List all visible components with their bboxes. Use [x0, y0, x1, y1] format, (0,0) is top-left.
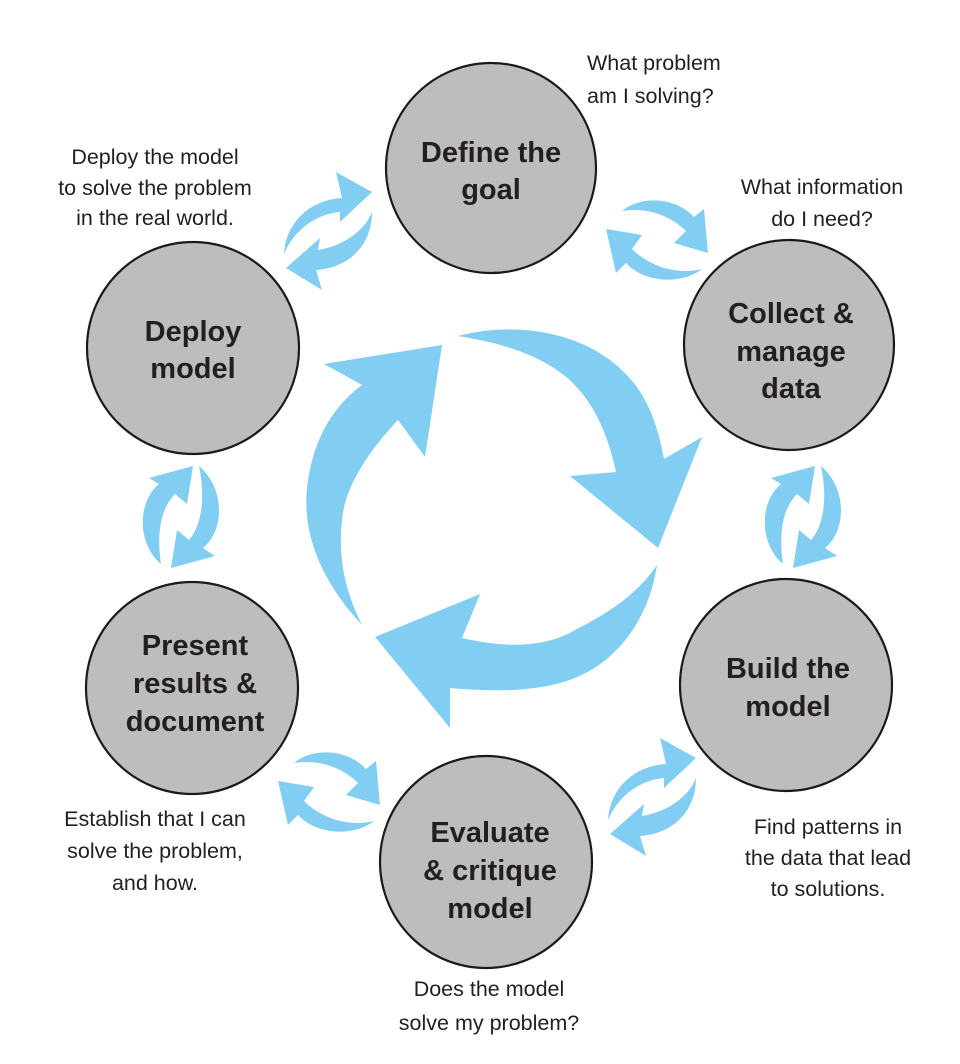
note-line: solve my problem?: [399, 1011, 579, 1035]
stage-label-line: Collect &: [728, 298, 854, 330]
note-line: in the real world.: [76, 206, 234, 230]
stage-circle: [682, 238, 896, 452]
stage-label-line: model: [447, 893, 532, 925]
exchange-arrows-icon: [764, 466, 842, 568]
central-cycle: [306, 329, 702, 728]
exchange-arrows-icon: [278, 752, 380, 832]
note-line: and how.: [112, 871, 198, 895]
note-line: to solve the problem: [58, 176, 252, 200]
transition-evaluate-present: [278, 752, 380, 832]
note-evaluate-model: Does the model solve my problem?: [399, 977, 579, 1035]
note-collect-data: What information do I need?: [741, 175, 904, 231]
exchange-arrows-icon: [606, 200, 708, 280]
cycle-arrow-top-right-icon: [458, 329, 702, 548]
stage-label-line: Build the: [726, 653, 850, 685]
note-line: Find patterns in: [754, 815, 902, 839]
stage-collect-data: Collect & manage data: [682, 238, 896, 452]
exchange-arrows-icon: [608, 738, 696, 856]
cycle-arrow-left-icon: [306, 345, 442, 625]
note-present-results: Establish that I can solve the problem, …: [64, 807, 246, 895]
stage-label-line: Evaluate: [430, 817, 549, 849]
note-line: What information: [741, 175, 904, 199]
stage-circle: [384, 61, 598, 275]
stage-label-line: Deploy: [145, 316, 242, 348]
stage-label-line: results &: [133, 668, 257, 700]
stage-label-line: document: [126, 706, 265, 738]
stage-present-results: Present results & document: [84, 580, 300, 796]
note-build-model: Find patterns in the data that lead to s…: [745, 815, 911, 901]
transition-present-deploy: [142, 466, 220, 568]
note-define-goal: What problem am I solving?: [587, 51, 721, 108]
cycle-arrow-bottom-icon: [375, 565, 657, 728]
transition-build-evaluate: [608, 738, 696, 856]
stage-circle: [84, 580, 300, 796]
stage-label-line: model: [150, 353, 235, 385]
note-deploy-model: Deploy the model to solve the problem in…: [58, 145, 252, 230]
stage-circle: [678, 577, 894, 793]
stage-label-line: Define the: [421, 137, 561, 169]
note-line: Establish that I can: [64, 807, 246, 831]
stage-circle: [85, 240, 301, 456]
stage-define-goal: Define the goal: [384, 61, 598, 275]
note-line: Does the model: [414, 977, 565, 1001]
stage-label-line: manage: [736, 336, 846, 368]
transition-deploy-goal: [284, 172, 372, 290]
note-line: do I need?: [771, 207, 873, 231]
stage-deploy-model: Deploy model: [85, 240, 301, 456]
stage-label-line: & critique: [423, 855, 557, 887]
note-line: to solutions.: [771, 877, 886, 901]
stage-build-model: Build the model: [678, 577, 894, 793]
note-line: Deploy the model: [71, 145, 238, 169]
note-line: What problem: [587, 51, 721, 75]
transition-goal-collect: [606, 200, 708, 280]
transition-collect-build: [764, 466, 842, 568]
stage-label-line: goal: [461, 174, 521, 206]
note-line: solve the problem,: [67, 839, 243, 863]
stage-label-line: Present: [142, 630, 249, 662]
exchange-arrows-icon: [142, 466, 220, 568]
note-line: am I solving?: [587, 84, 714, 108]
note-line: the data that lead: [745, 846, 911, 870]
stage-circle: [378, 754, 594, 970]
stage-evaluate-model: Evaluate & critique model: [378, 754, 594, 970]
stage-label-line: model: [745, 691, 830, 723]
stage-label-line: data: [761, 373, 822, 405]
exchange-arrows-icon: [284, 172, 372, 290]
